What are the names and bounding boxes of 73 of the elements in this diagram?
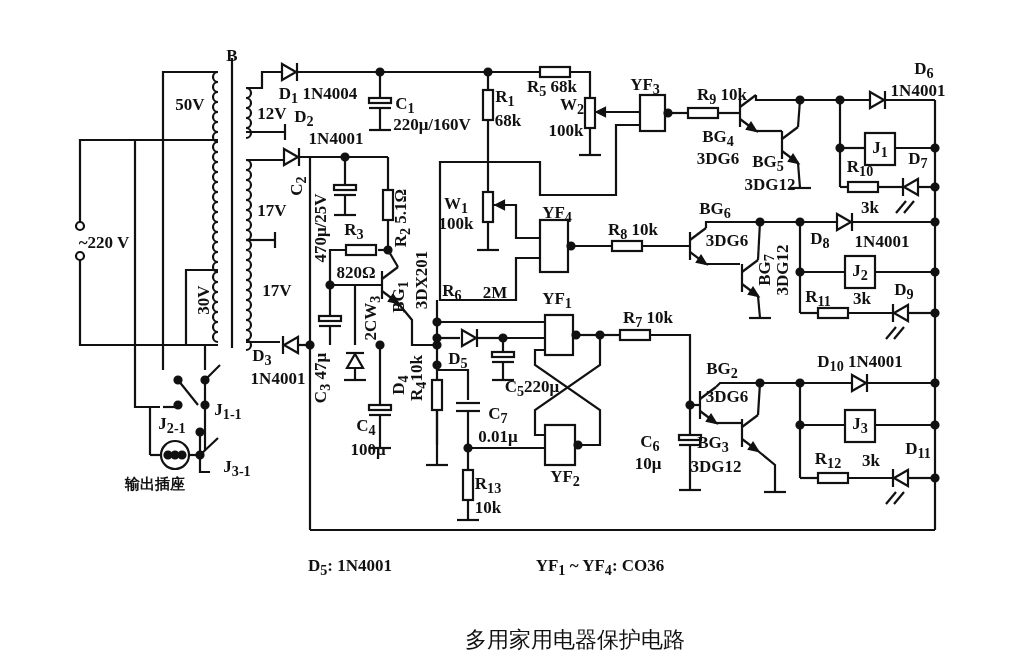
component-label: 0.01μ [478,427,518,445]
component-label: D$_{2}$ [294,107,314,129]
component-label: 17V [262,281,292,299]
component-label: D$_{1}$ 1N4004 [278,84,358,106]
component-label: C$_{7}$ [488,404,508,426]
component-label: D$_{6}$ [914,59,934,81]
component-label: BG$_{5}$ [752,152,784,174]
component-label: C$_{1}$ [395,94,415,116]
component-label: 68k [494,111,522,129]
component-label: 1N4001 [890,81,946,99]
component-label: D$_{3}$ [252,346,272,368]
component-label: YF$_{2}$ [550,467,580,489]
component-label: J$_{2}$ [852,261,868,283]
component-label: J$_{1-1}$ [214,400,242,422]
component-label: J$_{3-1}$ [223,457,251,479]
component-label: D$_{10}$ 1N4001 [817,352,903,374]
component-label: 3DG12 [744,175,796,193]
component-label: 3k [862,451,880,469]
component-label: J$_{1}$ [872,138,888,160]
component-label: D$_{11}$ [905,439,931,461]
component-label: 1N4001 [308,129,364,147]
component-label: 3DG6 [696,149,740,167]
component-label: 1N4001 [250,369,306,387]
component-label: BG$_{6}$ [699,199,731,221]
socket-label: 输出插座 [125,476,185,492]
component-label: 3k [853,289,871,307]
component-label: R$_{7}$ 10k [622,308,674,330]
component-label: YF$_{1}$ [542,289,572,311]
component-label: ~220 V [78,233,130,251]
component-label: C$_{6}$ [640,432,660,454]
component-label: YF$_{1}$ ~ YF$_{4}$: CO36 [535,556,665,578]
component-label: D$_{8}$ [810,229,830,251]
component-label: 3DG6 [705,231,749,249]
component-label: J$_{2-1}$ [158,414,186,436]
component-label: 12V [257,104,287,122]
component-label: 30V [194,285,212,315]
component-label: J$_{3}$ [852,414,868,436]
component-label: 17V [257,201,287,219]
component-label: 2M [482,283,508,301]
component-label: BG$_{2}$ [706,359,738,381]
component-label: C$_{5}$220μ [504,377,560,399]
component-label: 3DG12 [690,457,742,475]
component-label: R$_{9}$ 10k [696,85,748,107]
component-label: B [226,46,238,64]
component-label: 3DG12 [773,244,791,296]
component-label: 10k [474,498,502,516]
component-label: 50V [175,95,205,113]
component-label: 3DG6 [705,387,749,405]
component-label: R$_{13}$ [474,474,502,496]
component-label: D$_{7}$ [908,149,928,171]
component-label: 10μ [634,454,662,472]
component-label: R$_{12}$ [814,449,842,471]
component-label: 100k [548,121,584,139]
component-label: R$_{11}$ [805,287,831,309]
component-label: 3DX201 [412,250,430,310]
component-label: 470μ/25V [311,193,329,263]
component-label: YF$_{3}$ [630,75,660,97]
component-label: R$_{8}$ 10k [607,220,659,242]
component-label: 100k [438,214,474,232]
component-label: 820Ω [336,263,376,281]
caption: 多用家用电器保护电路 [465,626,685,654]
component-label: BG$_{4}$ [702,127,734,149]
component-label: C$_{4}$ [356,416,376,438]
component-label: R$_{10}$ [846,157,874,179]
component-label: 220μ/160V [393,115,471,133]
component-label: 3k [861,198,879,216]
component-label: W$_{1}$ [443,194,469,216]
component-label: D$_{9}$ [894,280,914,302]
component-label: 1N4001 [854,232,910,250]
component-label: D$_{5}$: 1N4001 [307,556,393,578]
component-label: D$_{5}$ [448,349,468,371]
component-label: R$_{3}$ [344,220,364,242]
component-label: R$_{1}$ [495,87,515,109]
